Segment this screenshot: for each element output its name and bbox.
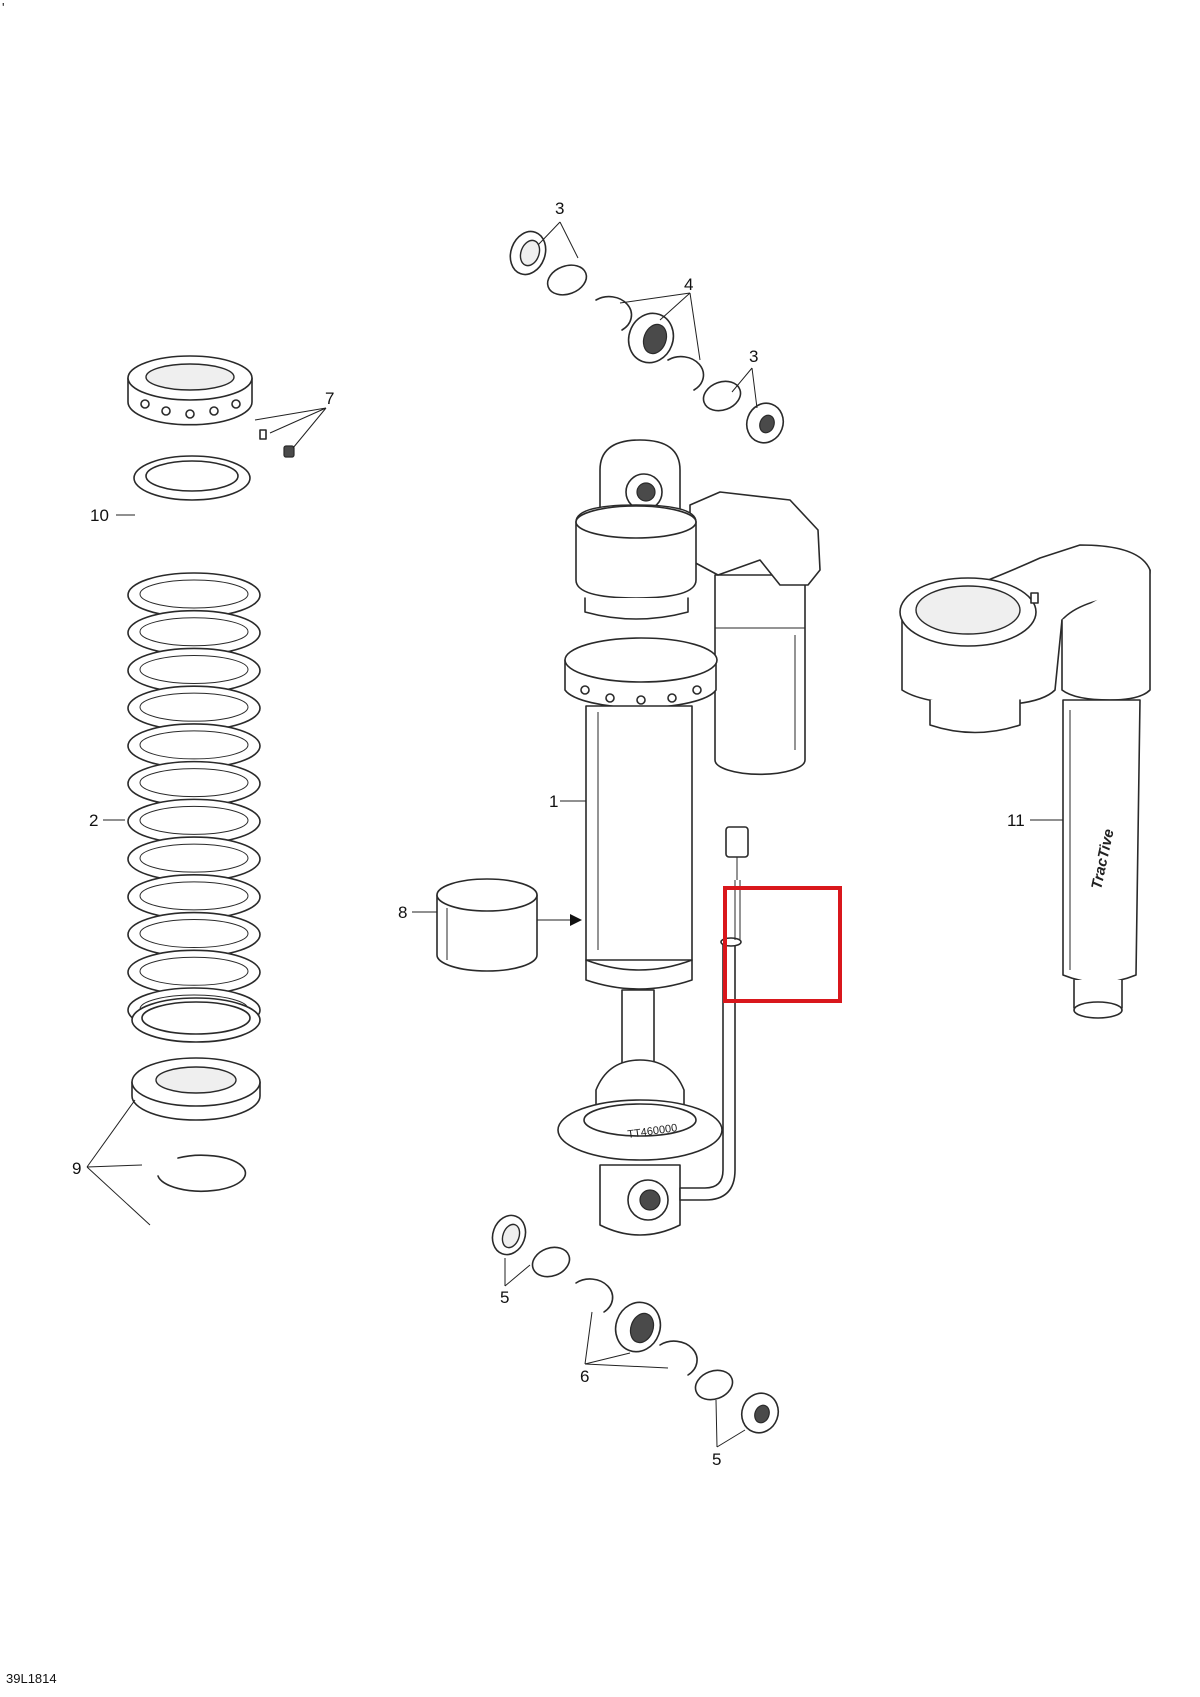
- corner-mark: ': [2, 0, 5, 15]
- lower-spacer-ring-2: [694, 1369, 734, 1401]
- adjuster-nut-part-7: [127, 355, 295, 458]
- upper-spacer-ring: [546, 264, 588, 296]
- shock-body-part-1: TT460000: [557, 439, 742, 1236]
- callout-9: 9: [72, 1159, 81, 1178]
- upper-bearing-part-4: [627, 312, 675, 364]
- sensor-connector: [725, 826, 749, 940]
- spring-coil-inner: [139, 654, 249, 684]
- shock-reservoir: [689, 491, 821, 776]
- spring-coil-inner: [139, 805, 249, 835]
- upper-bushing-part-3b: [745, 402, 785, 444]
- callout-8: 8: [398, 903, 407, 922]
- shock-assembly-part-11: TracTive: [899, 544, 1151, 1019]
- callout-4: 4: [684, 275, 693, 294]
- highlight-box: [723, 886, 842, 1003]
- lower-bearing-part-6: [614, 1301, 662, 1353]
- coil-spring-part-2: [127, 572, 261, 1033]
- spring-coil-inner: [139, 843, 249, 873]
- callout-5-right: 5: [712, 1450, 721, 1469]
- drawing-id: 39L1814: [6, 1671, 57, 1686]
- lower-spacer-ring: [531, 1246, 571, 1278]
- callout-1: 1: [549, 792, 558, 811]
- arrow-head: [570, 914, 582, 926]
- callout-2: 2: [89, 811, 98, 830]
- callout-11: 11: [1007, 811, 1025, 830]
- callout-10: 10: [90, 506, 109, 525]
- spring-coil-inner: [139, 617, 249, 647]
- spring-coil-inner: [139, 919, 249, 949]
- lower-bushing-part-5: [491, 1214, 527, 1256]
- spring-seat-part-9: [131, 997, 261, 1193]
- spring-coil-inner: [139, 956, 249, 986]
- upper-spacer-ring-2: [702, 380, 742, 412]
- bump-stop-part-8: [436, 878, 538, 972]
- spring-coil-inner: [139, 692, 249, 722]
- lower-circlip-2: [659, 1340, 698, 1376]
- spring-coil-inner: [139, 881, 249, 911]
- washer-part-10: [133, 455, 251, 501]
- upper-circlip-2: [667, 355, 705, 391]
- spring-coil-inner: [139, 768, 249, 798]
- callout-3-right: 3: [749, 347, 758, 366]
- lower-bushing-part-5b: [740, 1392, 780, 1434]
- leader-lines: [86, 221, 1063, 1448]
- callout-7: 7: [325, 389, 334, 408]
- upper-bushing-part-3: [509, 230, 547, 276]
- spring-coil-inner: [139, 579, 249, 609]
- callout-6: 6: [580, 1367, 589, 1386]
- callout-5-left: 5: [500, 1288, 509, 1307]
- spring-coil-inner: [139, 730, 249, 760]
- lower-circlip: [575, 1278, 614, 1313]
- upper-circlip: [595, 295, 633, 331]
- callout-3-top: 3: [555, 199, 564, 218]
